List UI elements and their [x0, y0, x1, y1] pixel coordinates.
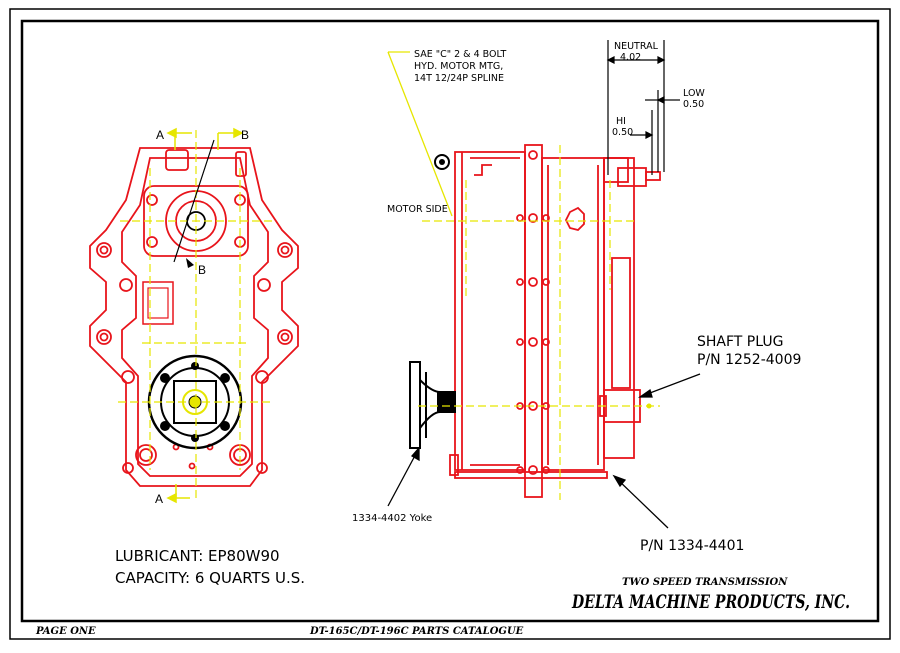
company-name: DELTA MACHINE PRODUCTS, INC. [571, 591, 850, 613]
side-view-centerlines [418, 145, 660, 500]
hi-label: HI [616, 116, 626, 127]
leader-lines [387, 373, 701, 529]
page-label: PAGE ONE [35, 626, 96, 637]
title-subtitle: TWO SPEED TRANSMISSION [622, 577, 788, 588]
motor-mount-line-3: 14T 12/24P SPLINE [414, 73, 504, 84]
motor-mount-leader [387, 51, 453, 217]
shaft-plug-pn: P/N 1252-4009 [697, 352, 801, 368]
motor-side-label: MOTOR SIDE [387, 204, 448, 215]
section-a-bottom-label: A [155, 492, 163, 506]
section-b-arrowhead [186, 258, 194, 268]
capacity-note: CAPACITY: 6 QUARTS U.S. [115, 569, 305, 587]
low-label: LOW [683, 88, 705, 99]
motor-mount-line-2: HYD. MOTOR MTG, [414, 61, 503, 72]
shift-dimensions [606, 40, 680, 175]
low-value: 0.50 [683, 99, 704, 110]
catalogue-label: DT-165C/DT-196C PARTS CATALOGUE [309, 626, 524, 637]
shaft-plug-label: SHAFT PLUG [697, 334, 783, 350]
breather-knob [434, 154, 450, 170]
section-b-top-label: B [241, 128, 249, 142]
section-a-top-label: A [156, 128, 164, 142]
centerline-dot [646, 403, 652, 409]
lubricant-note: LUBRICANT: EP80W90 [115, 547, 280, 565]
section-b-leader [173, 139, 215, 263]
motor-mount-line-1: SAE "C" 2 & 4 BOLT [414, 49, 506, 60]
inner-border [20, 19, 880, 623]
section-arrows [166, 127, 244, 504]
yoke-label: 1334-4402 Yoke [352, 513, 432, 524]
side-view [449, 144, 661, 498]
neutral-label: NEUTRAL [614, 41, 659, 52]
end-view-centerlines [118, 130, 272, 498]
outer-border [9, 8, 891, 640]
yoke [409, 361, 456, 449]
hi-value: 0.50 [612, 127, 633, 138]
section-b-mid-label: B [198, 263, 206, 277]
housing-pn-label: P/N 1334-4401 [640, 538, 744, 554]
neutral-value: 4.02 [620, 52, 641, 63]
